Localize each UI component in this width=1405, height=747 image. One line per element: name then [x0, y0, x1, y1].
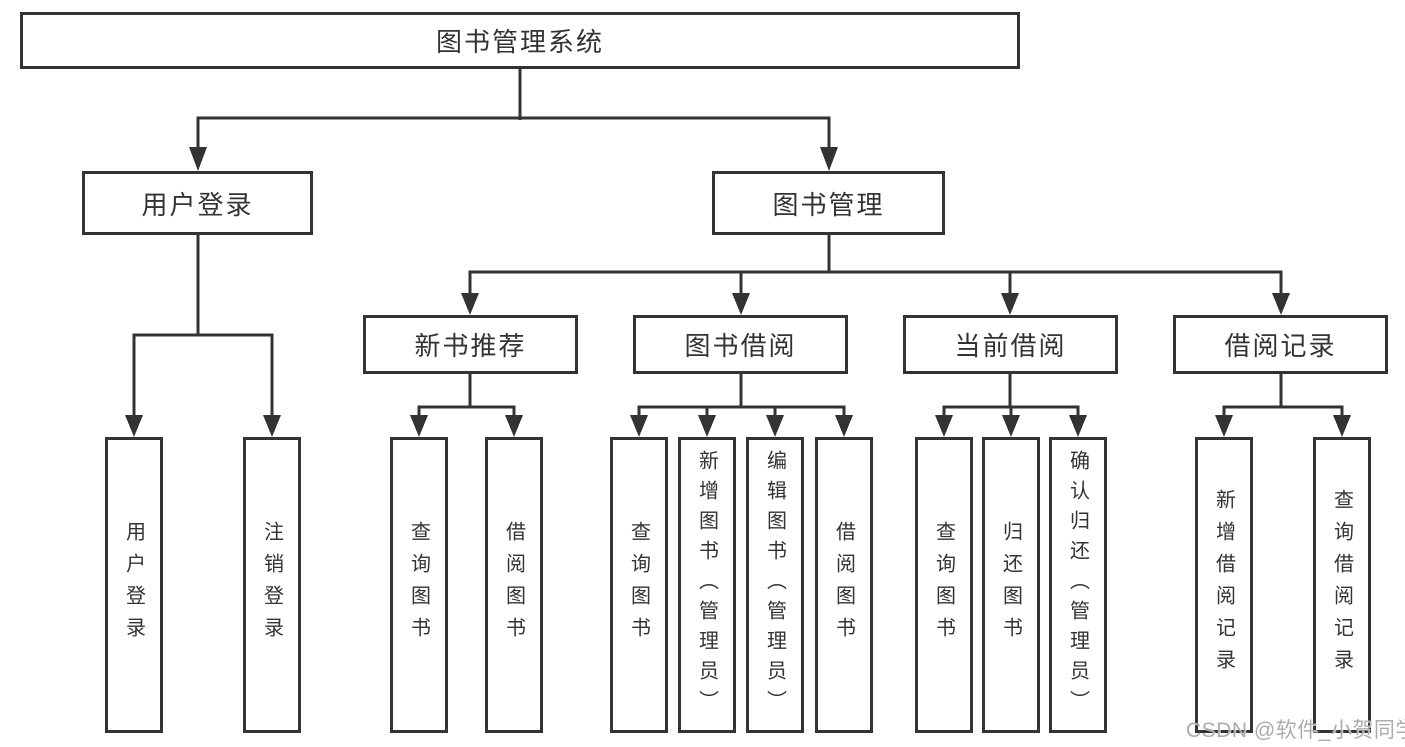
leaf-query-books: 查询图书 [610, 437, 668, 733]
node-label: 用户登录 [141, 189, 254, 220]
node-label: 图书借阅 [684, 331, 797, 361]
leaf-label: 查询图书 [627, 521, 650, 649]
leaf-label: 确认归还（管理员） [1066, 450, 1089, 720]
leaf-borrow-books: 借阅图书 [485, 437, 543, 733]
leaf-user-login: 用户登录 [105, 437, 163, 733]
node-user-login: 用户登录 [82, 171, 313, 235]
leaf-label: 借阅图书 [832, 521, 855, 649]
watermark-text: CSDN @软件_小贺同学 [1186, 719, 1405, 742]
leaf-label: 新增图书（管理员） [695, 450, 718, 720]
leaf-logout: 注销登录 [243, 437, 301, 733]
node-borrowing-records: 借阅记录 [1173, 315, 1388, 374]
node-label: 当前借阅 [954, 331, 1067, 361]
leaf-confirm-return-admin: 确认归还（管理员） [1049, 437, 1107, 733]
leaf-return-books: 归还图书 [982, 437, 1040, 733]
node-label: 图书管理 [772, 189, 885, 220]
leaf-label: 编辑图书（管理员） [763, 450, 786, 720]
node-label: 新书推荐 [414, 331, 527, 361]
leaf-add-books-admin: 新增图书（管理员） [678, 437, 736, 733]
leaf-query-books: 查询图书 [390, 437, 448, 733]
node-new-book-recommendation: 新书推荐 [363, 315, 578, 374]
leaf-label: 查询借阅记录 [1330, 489, 1353, 681]
leaf-label: 注销登录 [260, 521, 283, 649]
arrowheads [125, 147, 1351, 437]
leaf-add-borrow-record: 新增借阅记录 [1195, 437, 1253, 733]
node-current-borrowing: 当前借阅 [903, 315, 1118, 374]
node-book-management: 图书管理 [712, 171, 945, 235]
node-book-borrowing: 图书借阅 [633, 315, 848, 374]
leaf-label: 归还图书 [999, 521, 1022, 649]
node-library-management-system: 图书管理系统 [20, 12, 1020, 69]
node-label: 图书管理系统 [435, 27, 604, 57]
node-label: 借阅记录 [1224, 331, 1337, 361]
leaf-borrow-books: 借阅图书 [815, 437, 873, 733]
leaf-label: 借阅图书 [502, 521, 525, 649]
leaf-edit-books-admin: 编辑图书（管理员） [746, 437, 804, 733]
leaf-query-books: 查询图书 [915, 437, 973, 733]
leaf-label: 查询图书 [407, 521, 430, 649]
leaf-label: 用户登录 [122, 521, 145, 649]
leaf-label: 查询图书 [932, 521, 955, 649]
leaf-label: 新增借阅记录 [1212, 489, 1235, 681]
leaf-query-borrow-record: 查询借阅记录 [1313, 437, 1371, 733]
